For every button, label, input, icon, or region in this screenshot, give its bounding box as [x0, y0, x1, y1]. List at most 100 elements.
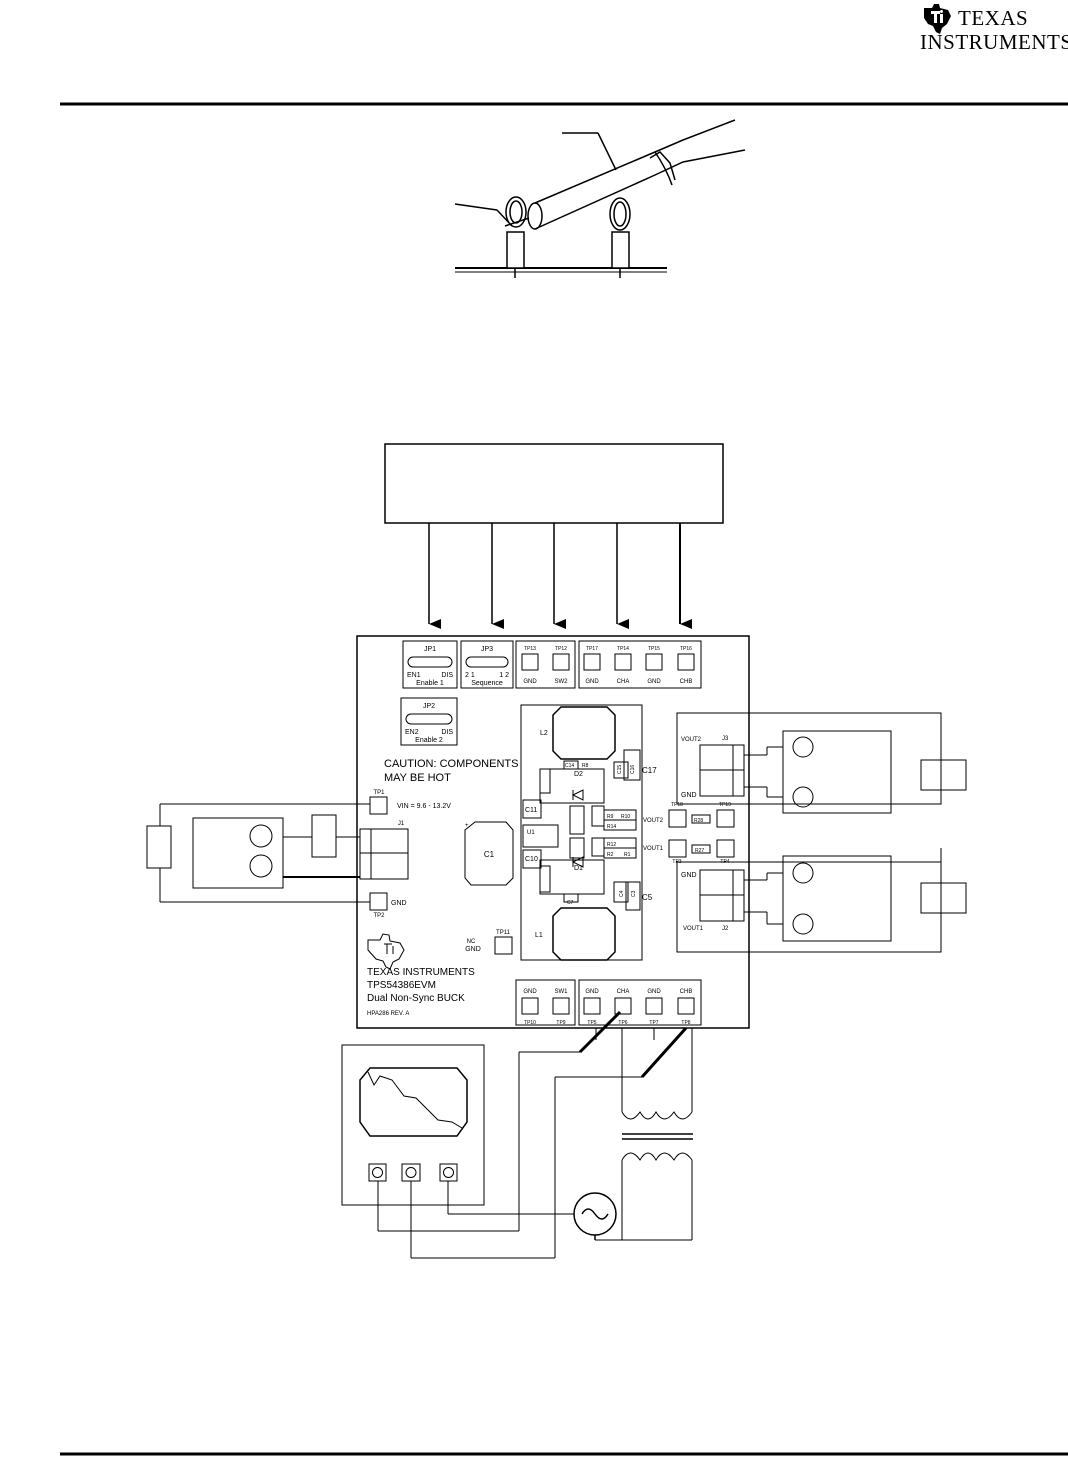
- r2-label: R2: [607, 852, 614, 858]
- bottom-tp-name-tp10: TP10: [524, 1020, 536, 1026]
- r1-label: R1: [624, 852, 631, 858]
- nc-label: NC: [467, 939, 476, 945]
- top-tp-label-tp13: GND: [523, 679, 537, 685]
- top-tp-pad-tp14: [614, 653, 632, 671]
- tp18-label: TP18: [671, 802, 683, 808]
- top-tp-name-tp15: TP15: [648, 646, 660, 652]
- power-stage-region: [520, 704, 643, 961]
- c5-label: C5: [642, 893, 653, 902]
- arrows: [428, 523, 692, 629]
- bottom-tp-label-tp6: CHA: [617, 989, 630, 995]
- board-description: Dual Non-Sync BUCK: [367, 993, 465, 1004]
- tp3-pad: [668, 839, 687, 858]
- d2-label: D2: [574, 771, 583, 778]
- c4-label: C4: [619, 890, 625, 897]
- nc-gnd-label: GND: [465, 946, 481, 953]
- top-tp-pad-tp12: [552, 653, 570, 671]
- tp2-pad: [369, 892, 388, 911]
- jp3-right: 1 2: [499, 672, 509, 679]
- top-tp-pad-tp17: [583, 653, 601, 671]
- output-2-wiring: [676, 712, 967, 814]
- board-ti-logo-icon: [367, 933, 405, 970]
- caution-line-1: CAUTION: COMPONENTS: [384, 758, 518, 770]
- gnd-label: GND: [391, 900, 407, 907]
- bottom-tp-group-1: [515, 979, 576, 1026]
- tp1-label: TP1: [373, 790, 385, 796]
- vout1-terminal-label: VOUT1: [683, 926, 704, 932]
- j2-label: J2: [722, 926, 729, 932]
- r28-label: R28: [694, 818, 703, 824]
- top-tp-label-tp14: CHA: [617, 679, 630, 685]
- r8-label: R8: [582, 763, 589, 769]
- r27-part: [691, 844, 711, 854]
- jp3-name: JP3: [481, 646, 493, 653]
- tp11-label: TP11: [496, 930, 511, 936]
- gnd-out2-label: GND: [681, 792, 697, 799]
- j1-connector: [359, 828, 409, 880]
- board-revision: HPA286 REV. A: [367, 1011, 409, 1017]
- company-name: TEXAS INSTRUMENTS: [367, 967, 475, 978]
- top-tp-name-tp16: TP16: [680, 646, 692, 652]
- bottom-tp-name-tp8: TP8: [681, 1020, 690, 1026]
- jp1-caption: Enable 1: [416, 680, 444, 687]
- top-test-points: TP13GNDTP12SW2TP17GNDTP14CHATP15GNDTP16C…: [521, 646, 695, 685]
- bottom-tp-pad-tp7: [645, 997, 663, 1015]
- caution-line-2: MAY BE HOT: [384, 772, 451, 784]
- bottom-tp-label-tp7: GND: [647, 989, 661, 995]
- c1-label: C1: [484, 850, 495, 859]
- transformer: [595, 1028, 693, 1241]
- jp1: [402, 640, 458, 689]
- j1-label: J1: [398, 821, 405, 827]
- jp2-right: DIS: [441, 729, 453, 736]
- jp1-right: DIS: [441, 672, 453, 679]
- top-tp-name-tp12: TP12: [555, 646, 567, 652]
- tp4-pad: [716, 839, 735, 858]
- c1-capacitor: [464, 821, 514, 886]
- ti-state-logo-icon: [924, 4, 951, 34]
- bottom-tp-label-tp10: GND: [523, 989, 537, 995]
- j3-label: J3: [722, 736, 729, 742]
- c16-label: C16: [630, 765, 636, 774]
- tp19-pad: [716, 809, 735, 828]
- top-tp-pad-tp13: [521, 653, 539, 671]
- tp19-label: TP19: [719, 802, 731, 808]
- evm-board: [356, 635, 750, 1029]
- tp1-pad: [369, 796, 388, 815]
- bottom-tp-group-2: [578, 979, 702, 1026]
- input-wiring: [146, 803, 370, 903]
- top-tp-label-tp17: GND: [585, 679, 599, 685]
- tp2-label: TP2: [373, 913, 385, 919]
- r28-part: [691, 814, 711, 824]
- bottom-tp-name-tp5: TP5: [587, 1020, 596, 1026]
- top-tp-label-tp15: GND: [647, 679, 661, 685]
- vout2-label: VOUT2: [643, 818, 664, 824]
- l1-label: L1: [535, 932, 543, 939]
- model-name: TPS54386EVM: [367, 980, 436, 991]
- top-tp-group-2: [578, 640, 702, 689]
- top-tp-name-tp14: TP14: [617, 646, 629, 652]
- logo-line-2: INSTRUMENTS: [920, 30, 1068, 54]
- top-tp-pad-tp16: [677, 653, 695, 671]
- c14-label: C14: [565, 763, 574, 769]
- bottom-tp-name-tp7: TP7: [649, 1020, 658, 1026]
- signal-source-box: [384, 443, 724, 524]
- vout1-label: VOUT1: [643, 846, 664, 852]
- jp1-left: EN1: [407, 672, 421, 679]
- vout2-terminal-label: VOUT2: [681, 737, 702, 743]
- c15-label: C15: [617, 765, 623, 774]
- bottom-tp-name-tp9: TP9: [556, 1020, 565, 1026]
- jp2-caption: Enable 2: [415, 737, 443, 744]
- bottom-tp-pad-tp6: [614, 997, 632, 1015]
- bottom-tp-pad-tp9: [552, 997, 570, 1015]
- jp2: [400, 697, 458, 746]
- r9-label: R9: [607, 814, 614, 820]
- gnd-out1-label: GND: [681, 872, 697, 879]
- bottom-tp-label-tp9: SW1: [554, 989, 568, 995]
- c7-label: C7: [567, 900, 574, 906]
- bottom-tp-pad-tp10: [521, 997, 539, 1015]
- jp3-left: 2 1: [465, 672, 475, 679]
- jp2-left: EN2: [405, 729, 419, 736]
- output-1-wiring: [676, 848, 967, 953]
